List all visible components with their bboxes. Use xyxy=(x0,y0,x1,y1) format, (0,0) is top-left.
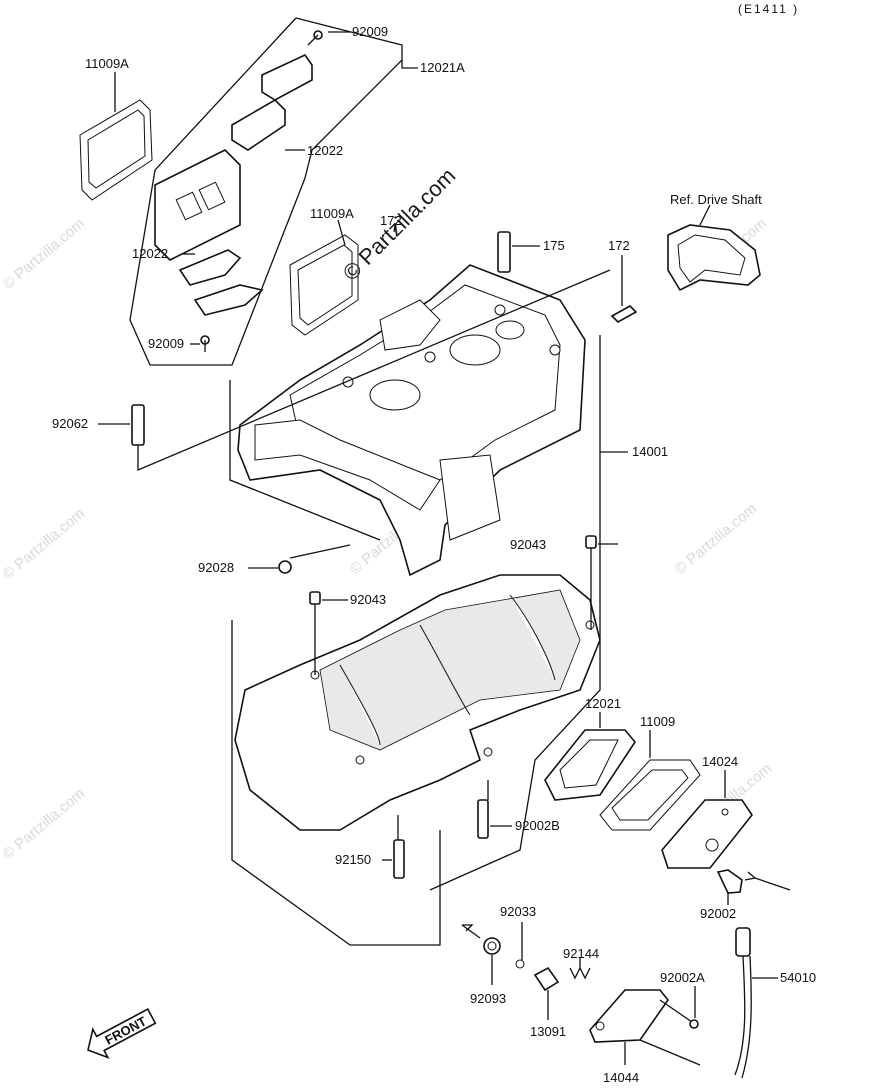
leader-lines xyxy=(98,31,791,1066)
label-92009-bottom: 92009 xyxy=(148,336,184,351)
label-14044: 14044 xyxy=(603,1070,639,1085)
label-175: 175 xyxy=(543,238,565,253)
label-92144: 92144 xyxy=(563,946,599,961)
label-92150: 92150 xyxy=(335,852,371,867)
lower-crankcase xyxy=(234,574,601,831)
label-92002: 92002 xyxy=(700,906,736,921)
watermark-right-mid: © Partzilla.com xyxy=(672,500,760,578)
label-11009A-top: 11009A xyxy=(85,56,129,71)
label-92028: 92028 xyxy=(198,560,234,575)
label-92062: 92062 xyxy=(52,416,88,431)
diagram-code: (E1411 ) xyxy=(738,2,799,16)
label-12022-bottom: 12022 xyxy=(132,246,168,261)
label-92009-top: 92009 xyxy=(352,24,388,39)
label-92002B: 92002B xyxy=(515,818,560,833)
lower-small-parts xyxy=(131,404,699,1043)
front-arrow-icon: FRONT xyxy=(87,1008,157,1060)
label-12021: 12021 xyxy=(585,696,621,711)
ref-drive-shaft-label: Ref. Drive Shaft xyxy=(670,192,762,207)
gasket-mid xyxy=(289,234,359,336)
upper-crankcase xyxy=(237,264,586,577)
label-11009A-mid: 11009A xyxy=(310,206,354,221)
label-92002A: 92002A xyxy=(660,970,705,985)
reed-valve-group-top xyxy=(79,17,403,366)
right-parts xyxy=(497,224,761,1079)
label-172-top: 172 xyxy=(380,213,402,228)
label-11009: 11009 xyxy=(640,714,675,729)
label-14001: 14001 xyxy=(632,444,668,459)
label-92043-left: 92043 xyxy=(350,592,386,607)
watermark-left-mid: © Partzilla.com xyxy=(0,505,88,583)
label-14024: 14024 xyxy=(702,754,738,769)
part-labels: 92009 12021A 11009A 12022 11009A 172 175… xyxy=(52,24,816,1085)
label-92093: 92093 xyxy=(470,991,506,1006)
label-12022-top: 12022 xyxy=(307,143,343,158)
label-172-right: 172 xyxy=(608,238,630,253)
label-92043-right: 92043 xyxy=(510,537,546,552)
watermark-left-top: © Partzilla.com xyxy=(0,215,88,293)
label-92033: 92033 xyxy=(500,904,536,919)
watermark-left-low: © Partzilla.com xyxy=(0,785,88,863)
label-13091: 13091 xyxy=(530,1024,566,1039)
label-54010: 54010 xyxy=(780,970,816,985)
label-12021A: 12021A xyxy=(420,60,465,75)
